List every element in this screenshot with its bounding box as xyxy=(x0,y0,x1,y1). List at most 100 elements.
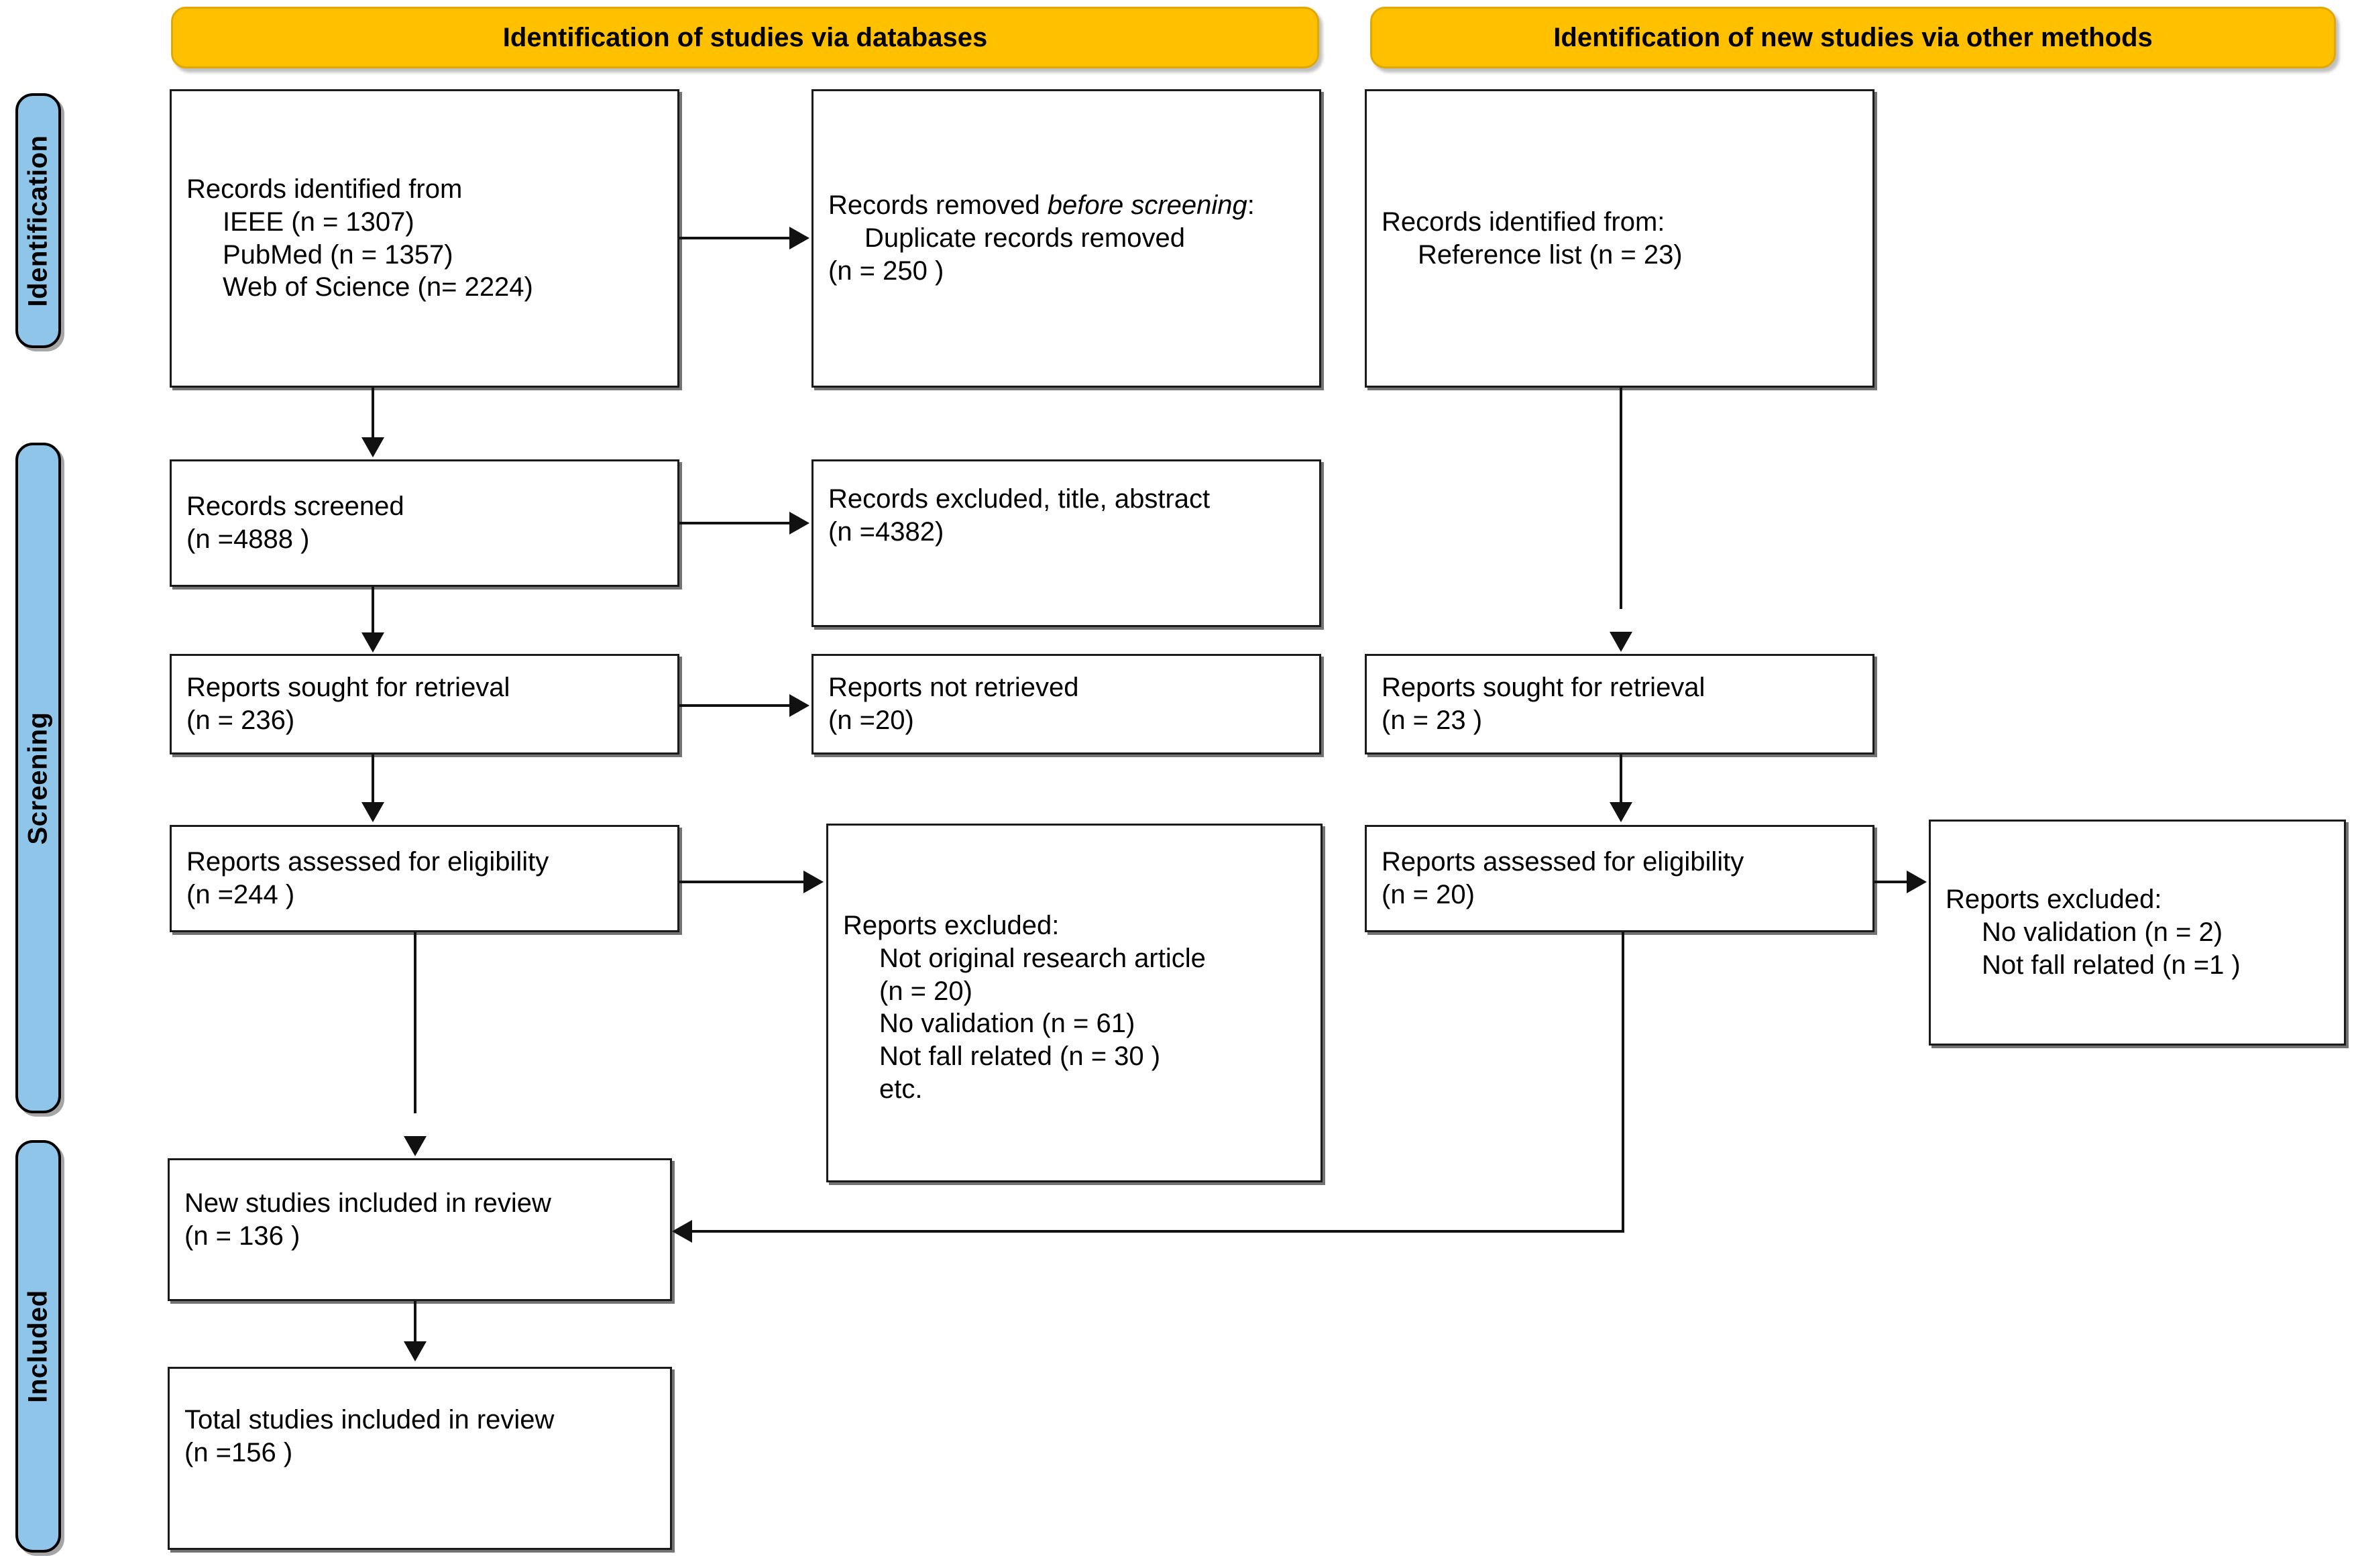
box-reports-sought-other: Reports sought for retrieval (n = 23 ) xyxy=(1365,654,1874,754)
connector-screened-to-excluded xyxy=(679,522,792,524)
records-identified-item-1: PubMed (n = 1357) xyxy=(223,239,453,270)
box-reports-excluded-other: Reports excluded: No validation (n = 2) … xyxy=(1929,820,2346,1046)
box-total-studies: Total studies included in review (n =156… xyxy=(168,1367,672,1550)
box-records-removed-text: Records removed before screening: Duplic… xyxy=(814,189,1319,287)
reports-not-retrieved-count: (n =20) xyxy=(828,706,914,735)
arrow-sought-to-assessed xyxy=(361,802,384,822)
reports-excluded-item-1: (n = 20) xyxy=(879,976,972,1006)
connector-elbow-horizontal-other-to-new-studies xyxy=(691,1230,1624,1233)
box-reports-sought-text: Reports sought for retrieval (n = 236) xyxy=(172,671,677,737)
box-records-identified: Records identified from IEEE (n = 1307) … xyxy=(170,89,679,388)
box-reports-not-retrieved-text: Reports not retrieved (n =20) xyxy=(814,671,1319,737)
connector-screened-to-sought xyxy=(372,587,374,634)
new-studies-title: New studies included in review xyxy=(184,1188,551,1218)
box-records-removed: Records removed before screening: Duplic… xyxy=(811,89,1321,388)
connector-identified-to-removed xyxy=(679,237,792,239)
stage-label-included: Included xyxy=(23,1290,53,1403)
arrow-screened-to-sought xyxy=(361,632,384,653)
total-studies-count: (n =156 ) xyxy=(184,1437,293,1467)
box-reports-excluded: Reports excluded: Not original research … xyxy=(826,824,1323,1182)
box-reports-assessed: Reports assessed for eligibility (n =244… xyxy=(170,825,679,932)
arrow-assessed-to-excluded xyxy=(803,871,824,893)
box-reports-excluded-other-text: Reports excluded: No validation (n = 2) … xyxy=(1931,883,2344,981)
reports-excluded-title: Reports excluded: xyxy=(843,911,1060,940)
box-new-studies-text: New studies included in review (n = 136 … xyxy=(170,1187,670,1253)
arrow-identified-to-removed xyxy=(789,227,809,249)
records-screened-count: (n =4888 ) xyxy=(186,524,310,554)
records-identified-other-item-0: Reference list (n = 23) xyxy=(1418,239,1683,270)
box-records-excluded: Records excluded, title, abstract (n =43… xyxy=(811,459,1321,627)
arrow-screened-to-excluded xyxy=(789,512,809,535)
stage-bar-screening: Screening xyxy=(15,443,61,1113)
section-header-databases-label: Identification of studies via databases xyxy=(502,22,988,52)
records-screened-title: Records screened xyxy=(186,492,404,522)
connector-assessed-other-to-excluded-other xyxy=(1874,881,1909,883)
reports-excluded-item-2: No validation (n = 61) xyxy=(879,1009,1135,1039)
box-reports-assessed-text: Reports assessed for eligibility (n =244… xyxy=(172,846,677,911)
reports-sought-title: Reports sought for retrieval xyxy=(186,673,510,703)
reports-assessed-title: Reports assessed for eligibility xyxy=(186,847,549,877)
box-reports-sought: Reports sought for retrieval (n = 236) xyxy=(170,654,679,754)
arrow-elbow-to-new-studies xyxy=(672,1220,692,1243)
records-removed-count: (n = 250 ) xyxy=(828,256,944,286)
stage-bar-identification: Identification xyxy=(15,93,61,348)
reports-excluded-item-0: Not original research article xyxy=(879,943,1206,973)
reports-excluded-item-4: etc. xyxy=(879,1074,923,1104)
box-reports-excluded-text: Reports excluded: Not original research … xyxy=(828,909,1321,1106)
connector-assessed-to-new-studies xyxy=(414,932,416,1113)
box-records-identified-other-text: Records identified from: Reference list … xyxy=(1367,206,1872,272)
arrow-sought-to-not-retrieved xyxy=(789,694,809,717)
stage-label-identification: Identification xyxy=(23,135,53,306)
arrow-identified-to-screened xyxy=(361,437,384,457)
box-records-identified-other: Records identified from: Reference list … xyxy=(1365,89,1874,388)
new-studies-count: (n = 136 ) xyxy=(184,1221,300,1251)
stage-label-screening: Screening xyxy=(23,712,53,844)
section-header-other-methods: Identification of new studies via other … xyxy=(1370,7,2336,68)
records-removed-title-italic: before screening xyxy=(1047,190,1247,221)
records-identified-item-2: Web of Science (n= 2224) xyxy=(223,272,533,302)
box-reports-assessed-other-text: Reports assessed for eligibility (n = 20… xyxy=(1367,846,1872,911)
box-total-studies-text: Total studies included in review (n =156… xyxy=(170,1404,670,1469)
arrow-identified-other-to-sought-other xyxy=(1610,632,1632,652)
reports-excluded-item-3: Not fall related (n = 30 ) xyxy=(879,1042,1161,1072)
connector-elbow-vertical-other-to-new-studies xyxy=(1622,932,1624,1233)
reports-sought-other-title: Reports sought for retrieval xyxy=(1382,673,1705,703)
connector-sought-other-to-assessed-other xyxy=(1620,754,1622,803)
connector-sought-to-not-retrieved xyxy=(679,704,792,707)
arrow-sought-other-to-assessed-other xyxy=(1610,802,1632,822)
records-excluded-title: Records excluded, title, abstract xyxy=(828,484,1211,514)
arrow-new-to-total-studies xyxy=(404,1341,427,1361)
reports-excluded-other-item-0: No validation (n = 2) xyxy=(1982,917,2223,948)
reports-sought-count: (n = 236) xyxy=(186,706,295,735)
connector-identified-other-to-sought-other xyxy=(1620,388,1622,609)
box-records-screened-text: Records screened (n =4888 ) xyxy=(172,490,677,556)
box-records-screened: Records screened (n =4888 ) xyxy=(170,459,679,587)
reports-not-retrieved-title: Reports not retrieved xyxy=(828,673,1079,703)
connector-assessed-to-excluded xyxy=(679,881,805,883)
records-excluded-count: (n =4382) xyxy=(828,516,944,547)
reports-assessed-other-count: (n = 20) xyxy=(1382,880,1475,909)
box-records-excluded-text: Records excluded, title, abstract (n =43… xyxy=(814,483,1319,549)
records-removed-title-suffix: : xyxy=(1247,190,1255,221)
reports-excluded-other-title: Reports excluded: xyxy=(1946,885,2162,915)
stage-bar-included: Included xyxy=(15,1140,61,1553)
connector-identified-to-screened xyxy=(372,388,374,441)
box-reports-not-retrieved: Reports not retrieved (n =20) xyxy=(811,654,1321,754)
box-reports-assessed-other: Reports assessed for eligibility (n = 20… xyxy=(1365,825,1874,932)
box-records-identified-text: Records identified from IEEE (n = 1307) … xyxy=(172,173,677,304)
reports-excluded-other-item-1: Not fall related (n =1 ) xyxy=(1982,950,2241,980)
reports-assessed-other-title: Reports assessed for eligibility xyxy=(1382,847,1744,877)
connector-new-to-total-studies xyxy=(414,1301,416,1343)
box-reports-sought-other-text: Reports sought for retrieval (n = 23 ) xyxy=(1367,671,1872,737)
total-studies-title: Total studies included in review xyxy=(184,1405,555,1435)
section-header-other-methods-label: Identification of new studies via other … xyxy=(1553,22,2153,52)
section-header-databases: Identification of studies via databases xyxy=(171,7,1319,68)
records-identified-item-0: IEEE (n = 1307) xyxy=(223,207,414,237)
records-removed-title: Records removed xyxy=(828,190,1048,221)
arrow-assessed-to-new-studies xyxy=(404,1136,427,1156)
reports-assessed-count: (n =244 ) xyxy=(186,880,295,909)
box-new-studies: New studies included in review (n = 136 … xyxy=(168,1158,672,1301)
arrow-assessed-other-to-excluded-other xyxy=(1907,871,1927,893)
connector-sought-to-assessed xyxy=(372,754,374,803)
